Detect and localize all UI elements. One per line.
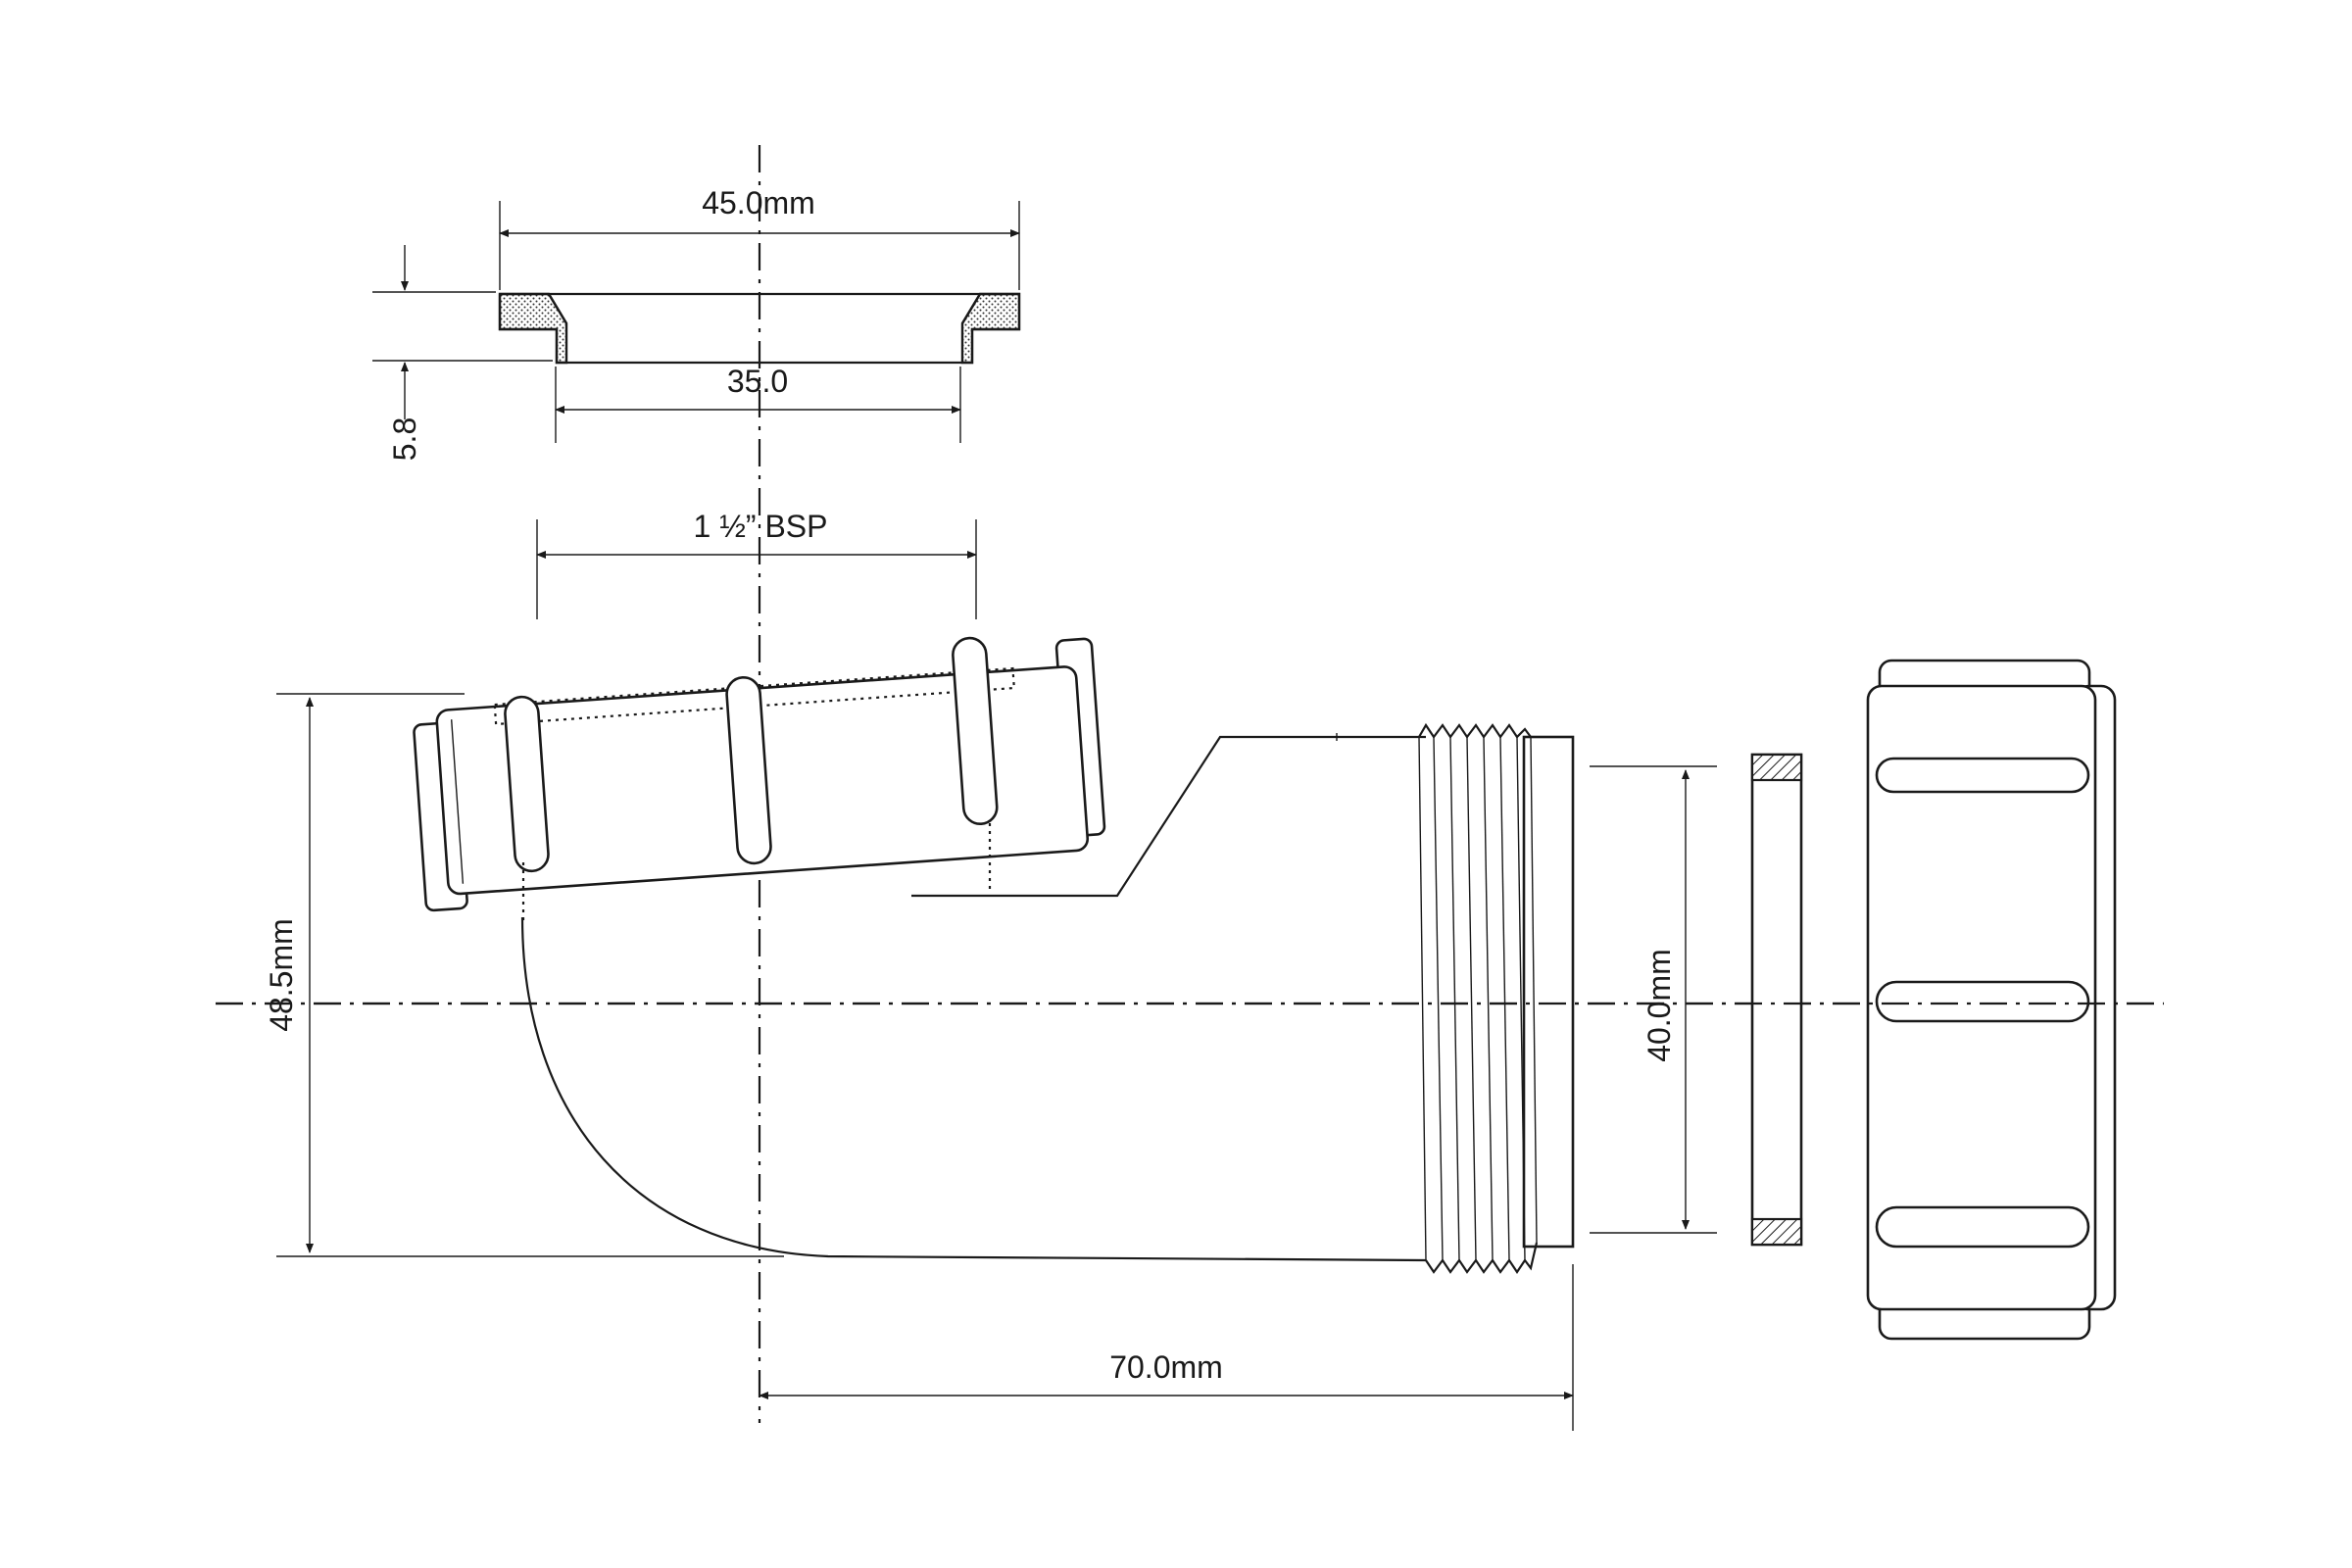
dim-gasket-outer: 45.0mm: [499, 185, 1020, 290]
gasket-outline: [498, 292, 1021, 365]
inlet-height-label: 48.5mm: [264, 918, 299, 1032]
gasket-inner-cone-left: [548, 293, 567, 324]
outlet-diameter-label: 40.0mm: [1642, 949, 1677, 1062]
threaded-spigot: [1418, 722, 1575, 1274]
washer-top-section: [1750, 753, 1803, 782]
inlet-slot-3: [952, 636, 999, 826]
gasket-inner-cone-right: [961, 293, 981, 324]
washer-body: [1750, 753, 1803, 1247]
thread-profile-top: [1418, 722, 1532, 739]
elbow-top-profile: [911, 735, 1426, 898]
nut-slot-bottom: [1875, 1205, 2090, 1249]
gasket-outer-label: 45.0mm: [702, 185, 815, 220]
compression-nut: [1866, 659, 2117, 1341]
thread-profile-bottom: [1425, 1242, 1539, 1274]
gasket-height-label: 5.8: [387, 417, 422, 461]
dim-inlet-height: 48.5mm: [264, 693, 784, 1257]
dim-gasket-inner: 35.0: [555, 364, 961, 443]
cone-gasket: [498, 292, 1021, 365]
inlet-slot-2: [725, 676, 772, 865]
dim-bsp-thread: 1 ½” BSP: [536, 509, 977, 619]
dim-outlet-diameter: 40.0mm: [1590, 765, 1717, 1234]
elbow-curve: [520, 916, 1427, 1262]
nut-slot-middle: [1875, 980, 2090, 1023]
thread-lines: [1418, 736, 1538, 1261]
dim-length: 70.0mm: [759, 1264, 1574, 1431]
gasket-inner-label: 35.0: [727, 364, 788, 399]
inlet-slot-1: [504, 695, 550, 873]
elbow-body: [520, 733, 1427, 1262]
nut-slot-top: [1875, 757, 2090, 794]
length-label: 70.0mm: [1109, 1349, 1223, 1385]
seal-washer: [1750, 753, 1803, 1247]
inlet-hidden-lines: [521, 823, 992, 921]
dim-gasket-height: 5.8: [372, 245, 553, 461]
inlet-nut: [413, 636, 1106, 912]
bsp-thread-label: 1 ½” BSP: [694, 509, 828, 544]
inlet-nut-edge: [450, 719, 465, 884]
washer-bottom-section: [1750, 1217, 1803, 1247]
